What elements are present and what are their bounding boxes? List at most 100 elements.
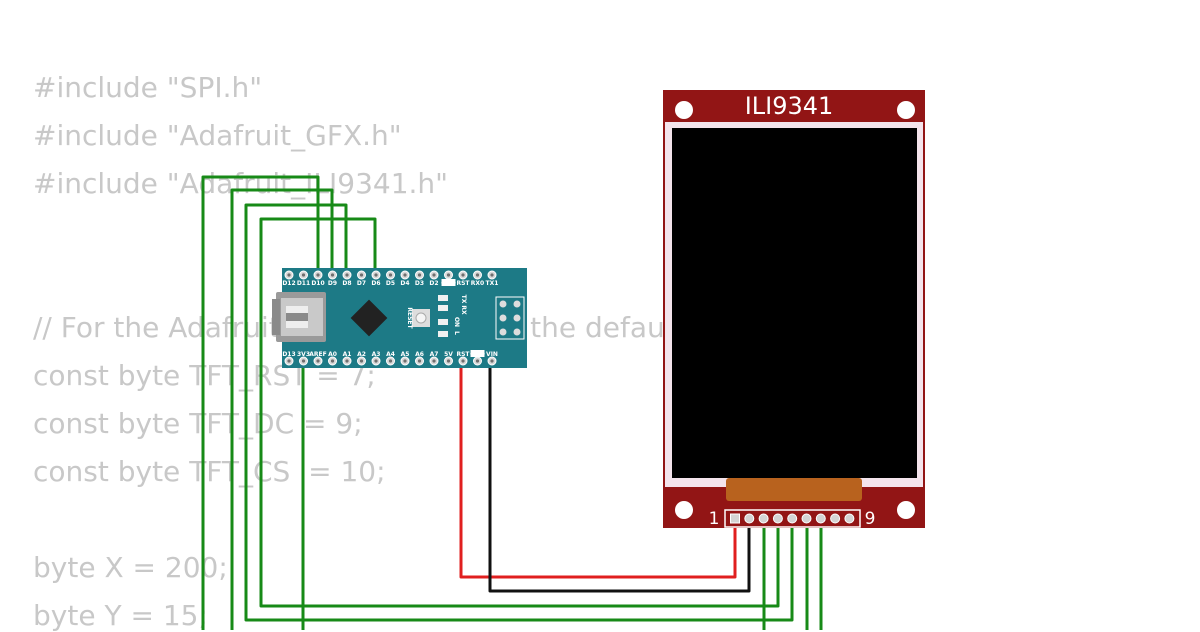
code-line-tft-cs: const byte TFT_CS = 10; bbox=[33, 455, 386, 488]
code-line-byte-y: byte Y = 15; bbox=[33, 599, 208, 632]
mount-hole-bottom-left bbox=[675, 501, 693, 519]
pin-hole bbox=[432, 359, 436, 363]
pin-hole bbox=[432, 273, 436, 277]
display-pins bbox=[730, 513, 855, 524]
display-pin-2[interactable] bbox=[744, 513, 755, 524]
display-title: ILI9341 bbox=[745, 92, 834, 120]
pin-label-bottom-a0: A0 bbox=[328, 351, 337, 358]
pin-hole bbox=[417, 273, 422, 277]
pin-label-top-d3: D3 bbox=[415, 280, 424, 287]
pin-label-top-rx0: RX0 bbox=[471, 280, 484, 287]
pin-label-bottom-vin: VIN bbox=[486, 351, 498, 358]
pin-hole bbox=[388, 273, 393, 277]
pin-hole bbox=[374, 359, 378, 363]
pin-label-top-d7: D7 bbox=[357, 280, 366, 287]
pin-hole bbox=[461, 273, 465, 277]
pin-label-bottom-gnd: GND bbox=[470, 351, 485, 358]
led-label-tx: TX bbox=[460, 295, 467, 304]
pin-hole bbox=[287, 359, 291, 363]
pin-label-bottom-a7: A7 bbox=[430, 351, 439, 358]
pin-label-bottom-a5: A5 bbox=[401, 351, 410, 358]
pin-hole bbox=[345, 359, 349, 363]
pin-label-top-tx1: TX1 bbox=[486, 280, 499, 287]
pin-label-top-d5: D5 bbox=[386, 280, 395, 287]
pin-label-highlight bbox=[441, 279, 456, 286]
pin-hole bbox=[330, 273, 335, 277]
pin-label-bottom-a2: A2 bbox=[357, 351, 366, 358]
pin-hole bbox=[316, 273, 320, 277]
reset-button[interactable] bbox=[412, 309, 430, 327]
code-line-byte-x: byte X = 200; bbox=[33, 551, 228, 584]
display-pin-4[interactable] bbox=[772, 513, 783, 524]
wires bbox=[201, 175, 823, 630]
display-pin-6[interactable] bbox=[801, 513, 812, 524]
pin-label-bottom-aref: AREF bbox=[309, 351, 326, 358]
display-pin-last: 9 bbox=[865, 509, 876, 529]
pin-label-top-gnd: GND bbox=[441, 280, 456, 287]
pin-label-top-rst: RST bbox=[456, 280, 470, 287]
display-pin-header bbox=[724, 509, 861, 528]
led-label-on: ON bbox=[453, 317, 460, 327]
pin-label-bottom-3v3: 3V3 bbox=[297, 351, 310, 358]
pin-hole bbox=[417, 359, 422, 363]
pin-label-top-d6: D6 bbox=[371, 280, 380, 287]
mount-hole-top-right bbox=[897, 101, 915, 119]
pin-label-top-d12: D12 bbox=[282, 280, 295, 287]
pin-hole bbox=[330, 359, 335, 363]
pin-label-bottom-a6: A6 bbox=[415, 351, 424, 358]
code-line-include-ili9341: #include "Adafruit_ILI9341.h" bbox=[33, 167, 449, 200]
pin-hole bbox=[345, 273, 349, 277]
wire-d9-to-dc bbox=[244, 203, 794, 622]
pin-label-bottom-rst: RST bbox=[456, 351, 470, 358]
mount-hole-top-left bbox=[675, 101, 693, 119]
pin-label-top-d10: D10 bbox=[311, 280, 324, 287]
microcontroller-chip-icon bbox=[350, 299, 388, 337]
pin-hole bbox=[490, 359, 494, 363]
pin-hole bbox=[359, 359, 364, 363]
pin-hole bbox=[359, 273, 364, 277]
pin-label-top-d11: D11 bbox=[297, 280, 310, 287]
pin-hole bbox=[490, 273, 494, 277]
pin-label-top-d9: D9 bbox=[328, 280, 337, 287]
wire-gnd-to-gnd bbox=[488, 360, 751, 593]
pin-hole bbox=[287, 273, 291, 277]
icsp-header bbox=[495, 296, 525, 340]
wire-d10-to-cs bbox=[230, 188, 334, 630]
code-line-tft-rst: const byte TFT_RST = 7; bbox=[33, 359, 376, 392]
display-pin-7[interactable] bbox=[815, 513, 826, 524]
wire-5v-to-vcc bbox=[459, 360, 737, 579]
pin-label-highlight bbox=[470, 350, 485, 357]
display-ribbon bbox=[726, 478, 862, 501]
mount-hole-bottom-right bbox=[897, 501, 915, 519]
wire-d7-to-rst bbox=[259, 217, 780, 608]
pin-label-bottom-d13: D13 bbox=[282, 351, 295, 358]
led-label-rx: RX bbox=[460, 305, 467, 315]
display-pin-8[interactable] bbox=[830, 513, 841, 524]
pin-label-top-d4: D4 bbox=[400, 280, 409, 287]
display-screen bbox=[672, 128, 917, 478]
display-pin-5[interactable] bbox=[787, 513, 798, 524]
status-leds bbox=[438, 295, 448, 337]
led-label-l: L bbox=[453, 331, 460, 335]
ili9341-display[interactable]: ILI9341 1 9 bbox=[663, 90, 925, 529]
display-pin-9[interactable] bbox=[844, 513, 855, 524]
pin-label-top-d2: D2 bbox=[429, 280, 438, 287]
pin-hole bbox=[446, 273, 451, 277]
pin-hole bbox=[475, 273, 480, 277]
pin-hole bbox=[388, 359, 393, 363]
pin-label-bottom-a4: A4 bbox=[386, 351, 395, 358]
pin-hole bbox=[403, 273, 407, 277]
pin-label-bottom-a1: A1 bbox=[343, 351, 352, 358]
pin-hole bbox=[403, 359, 407, 363]
pin-hole bbox=[475, 359, 480, 363]
pin-hole bbox=[446, 359, 451, 363]
display-pin-3[interactable] bbox=[758, 513, 769, 524]
code-line-tft-dc: const byte TFT_DC = 9; bbox=[33, 407, 363, 440]
reset-label: RESET bbox=[406, 307, 413, 329]
display-pin-1[interactable] bbox=[730, 513, 740, 524]
wire-d11-to-sck bbox=[201, 175, 320, 630]
